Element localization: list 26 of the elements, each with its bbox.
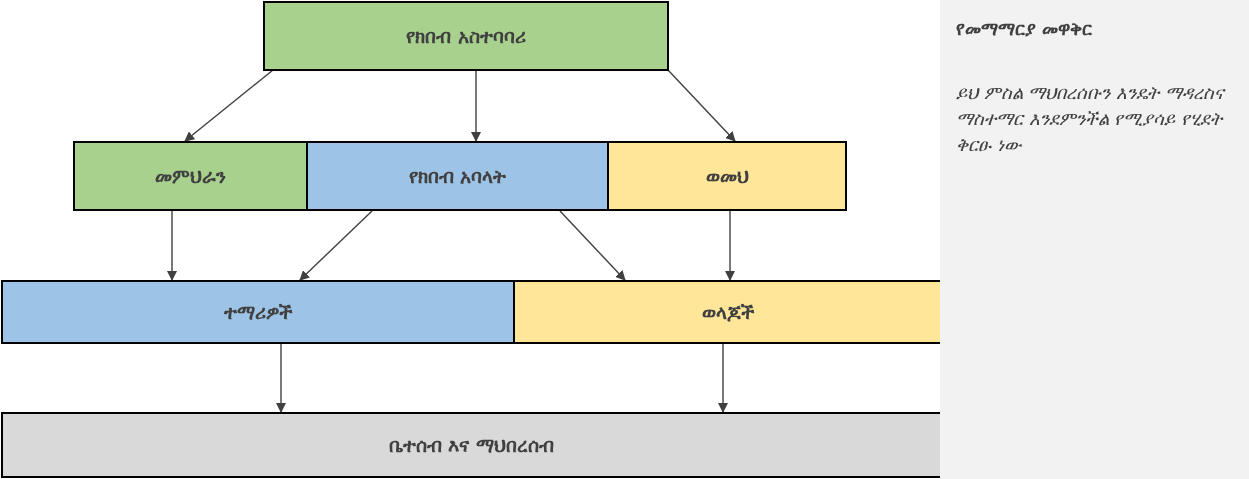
side-panel bbox=[940, 0, 1249, 479]
arrow bbox=[559, 210, 626, 281]
process-box bbox=[73, 141, 308, 211]
process-box bbox=[263, 1, 669, 71]
process-box bbox=[1, 280, 515, 344]
process-box bbox=[306, 141, 609, 211]
box-label: ወመህ bbox=[705, 164, 749, 188]
panel-heading: የመማማርያ መዋቅር bbox=[956, 18, 1093, 40]
process-box bbox=[607, 141, 847, 211]
box-label: ተማሪዎች bbox=[224, 300, 292, 324]
box-label: የክበብ አባላት bbox=[408, 164, 507, 188]
arrow bbox=[471, 69, 481, 142]
arrow bbox=[167, 210, 177, 281]
process-box bbox=[1, 412, 942, 478]
arrow bbox=[276, 343, 286, 413]
arrow bbox=[299, 210, 373, 281]
box-label: መምህራን bbox=[155, 164, 226, 188]
arrow bbox=[718, 343, 728, 413]
box-label: የክበብ አስተባባሪ bbox=[406, 24, 526, 48]
box-label: ቤተሰብ እና ማህበረሰብ bbox=[388, 433, 555, 457]
arrow bbox=[184, 69, 274, 142]
arrow bbox=[667, 69, 736, 142]
panel-description: ይህ ምስል ማህበረሰቡን እንዴት ማዳረስና ማስተማር እንደምንችል የሚያሳይ የሂደት ቅርፁ ነው bbox=[956, 81, 1227, 158]
process-box bbox=[513, 280, 942, 344]
arrow bbox=[725, 210, 735, 281]
box-label: ወላጆች bbox=[701, 300, 754, 324]
